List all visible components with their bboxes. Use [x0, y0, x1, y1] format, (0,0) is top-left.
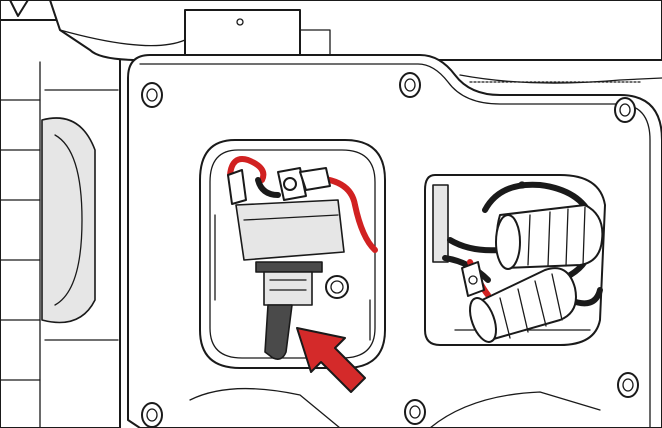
- black-wire: [482, 181, 595, 221]
- toggle-switch-icon: [227, 167, 349, 360]
- wire-terminal: [461, 261, 485, 297]
- screw-hole-icon: [614, 97, 636, 123]
- top-cover: [49, 0, 662, 61]
- screw-hole-icon: [141, 82, 163, 108]
- screw-hole-icon: [141, 402, 163, 428]
- black-wire: [447, 237, 503, 254]
- screw-holes: [141, 72, 639, 428]
- wire-nut-icon: [495, 181, 604, 270]
- screw-hole-icon: [399, 72, 421, 98]
- wire-nut-icon: [469, 267, 577, 343]
- lower-edge-detail: [189, 387, 341, 428]
- left-housing: [0, 0, 121, 428]
- black-wire: [255, 177, 281, 198]
- red-pointer-arrow-icon: [296, 327, 366, 393]
- screw-hole-icon: [404, 399, 426, 425]
- red-wire: [227, 156, 267, 183]
- lower-edge-detail: [429, 391, 601, 428]
- screw-hole-icon: [617, 372, 639, 398]
